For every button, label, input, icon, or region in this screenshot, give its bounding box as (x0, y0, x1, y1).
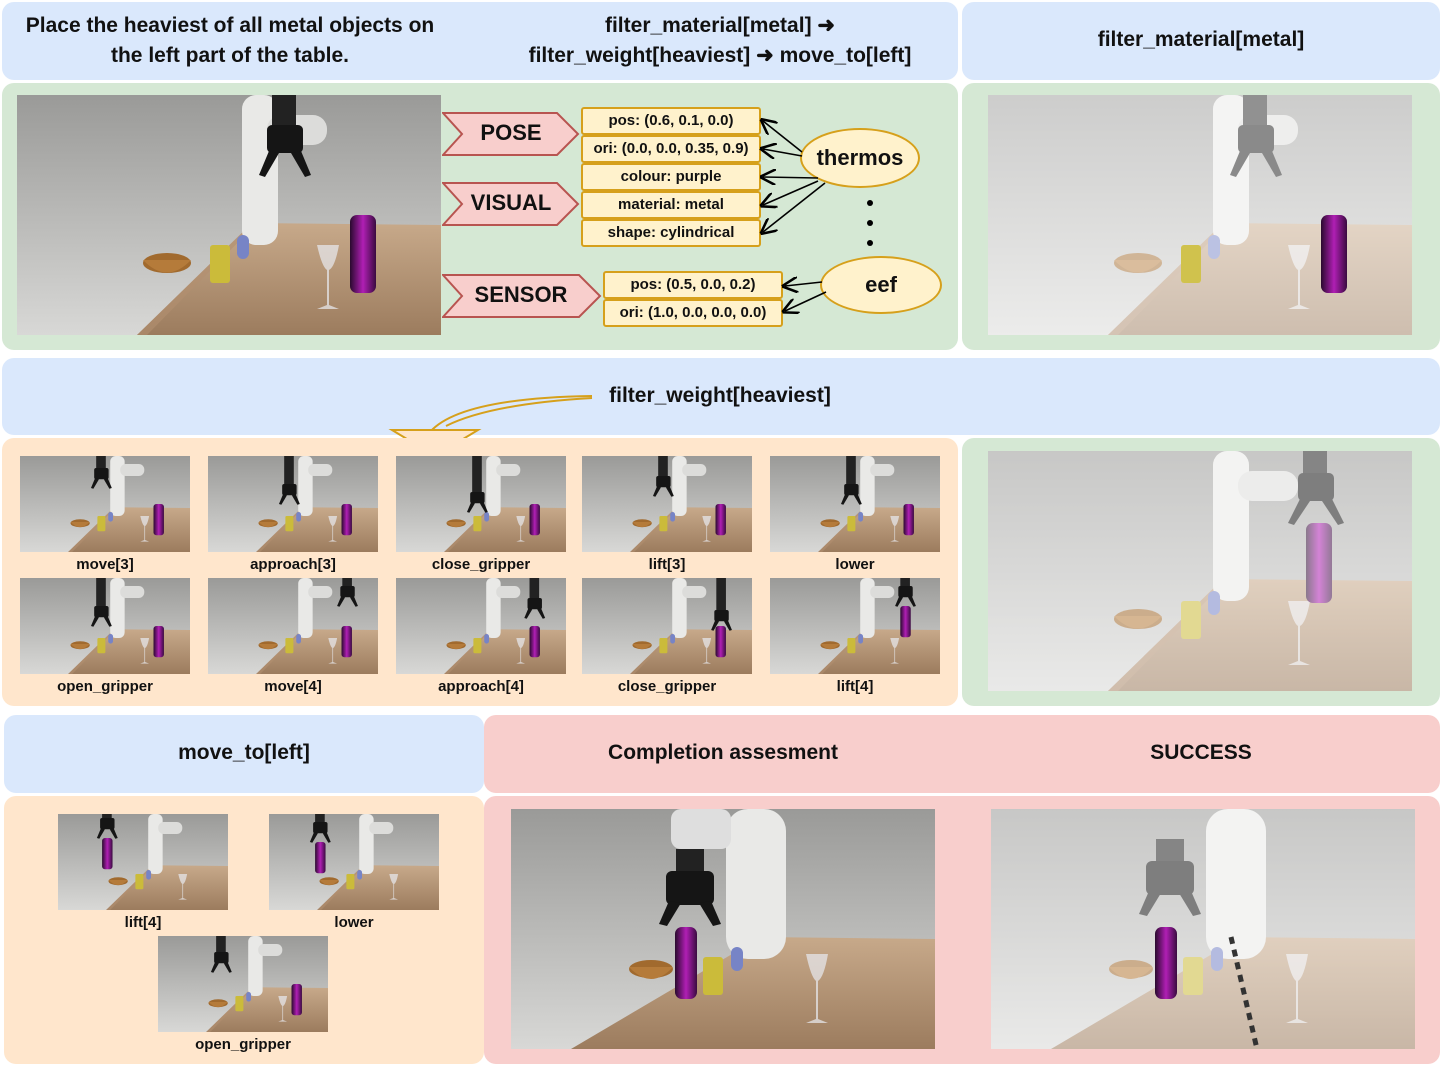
pose-tag-shape (442, 112, 580, 156)
step-thumbnail (20, 456, 190, 552)
step-caption: close_gripper (617, 678, 717, 695)
step-thumbnail (158, 936, 328, 1032)
step-thumbnail (582, 578, 752, 674)
eef-pos: pos: (0.5, 0.0, 0.2) (603, 271, 783, 299)
sensor-tag-shape (442, 274, 602, 318)
thermos-material: material: metal (581, 191, 761, 219)
instruction-text: Place the heaviest of all metal objects … (25, 14, 435, 67)
success-image (991, 809, 1415, 1049)
step-caption: lift[3] (648, 556, 686, 573)
sensor-tag: SENSOR (474, 282, 568, 307)
step3-header (4, 715, 484, 793)
completion-image (511, 809, 935, 1049)
visual-tag-shape (442, 182, 580, 226)
step-thumbnail (20, 578, 190, 674)
program-line-1: filter_material[metal] ➜ (604, 14, 835, 37)
thermos-node: thermos (800, 128, 920, 188)
step-thumbnail (582, 456, 752, 552)
step-caption: close_gripper (431, 556, 531, 573)
step-thumbnail (269, 814, 439, 910)
step-caption: approach[3] (250, 556, 336, 573)
step-caption: lift[4] (124, 914, 162, 931)
step-caption: open_gripper (195, 1036, 291, 1053)
eef-ori: ori: (1.0, 0.0, 0.0, 0.0) (603, 299, 783, 327)
step1-title: filter_material[metal] (1097, 28, 1305, 51)
thermos-ori: ori: (0.0, 0.0, 0.35, 0.9) (581, 135, 761, 163)
instruction-header (2, 2, 958, 80)
step-thumbnail (770, 456, 940, 552)
step2-title: filter_weight[heaviest] (609, 384, 831, 407)
pose-tag: POSE (480, 120, 542, 145)
ellipsis-dot (867, 200, 873, 206)
step-thumbnail (208, 578, 378, 674)
step-thumbnail (208, 456, 378, 552)
step-thumbnail (396, 578, 566, 674)
step-caption: lift[4] (836, 678, 874, 695)
step-caption: lower (835, 556, 875, 573)
eef-node: eef (820, 256, 942, 314)
step-caption: approach[4] (438, 678, 524, 695)
step-thumbnail (770, 578, 940, 674)
step2-header (2, 358, 1440, 435)
ellipsis-dot (867, 240, 873, 246)
completion-title: Completion assesment (608, 741, 838, 764)
result-title: SUCCESS (1150, 741, 1252, 764)
step-caption: open_gripper (57, 678, 153, 695)
step2-result-image (988, 451, 1412, 691)
step-caption: move[3] (76, 556, 134, 573)
completion-header (484, 715, 1440, 793)
step-caption: move[4] (264, 678, 322, 695)
divider-dashed-line (1228, 936, 1260, 1049)
step-thumbnail (396, 456, 566, 552)
thermos-colour: colour: purple (581, 163, 761, 191)
program-line-2: filter_weight[heaviest] ➜ move_to[left] (528, 44, 912, 67)
thermos-shape: shape: cylindrical (581, 219, 761, 247)
step1-header (962, 2, 1440, 80)
visual-tag: VISUAL (470, 190, 552, 215)
step1-result-image (988, 95, 1412, 335)
step3-title: move_to[left] (178, 741, 310, 764)
step-caption: lower (334, 914, 374, 931)
step-thumbnail (58, 814, 228, 910)
ellipsis-dot (867, 220, 873, 226)
